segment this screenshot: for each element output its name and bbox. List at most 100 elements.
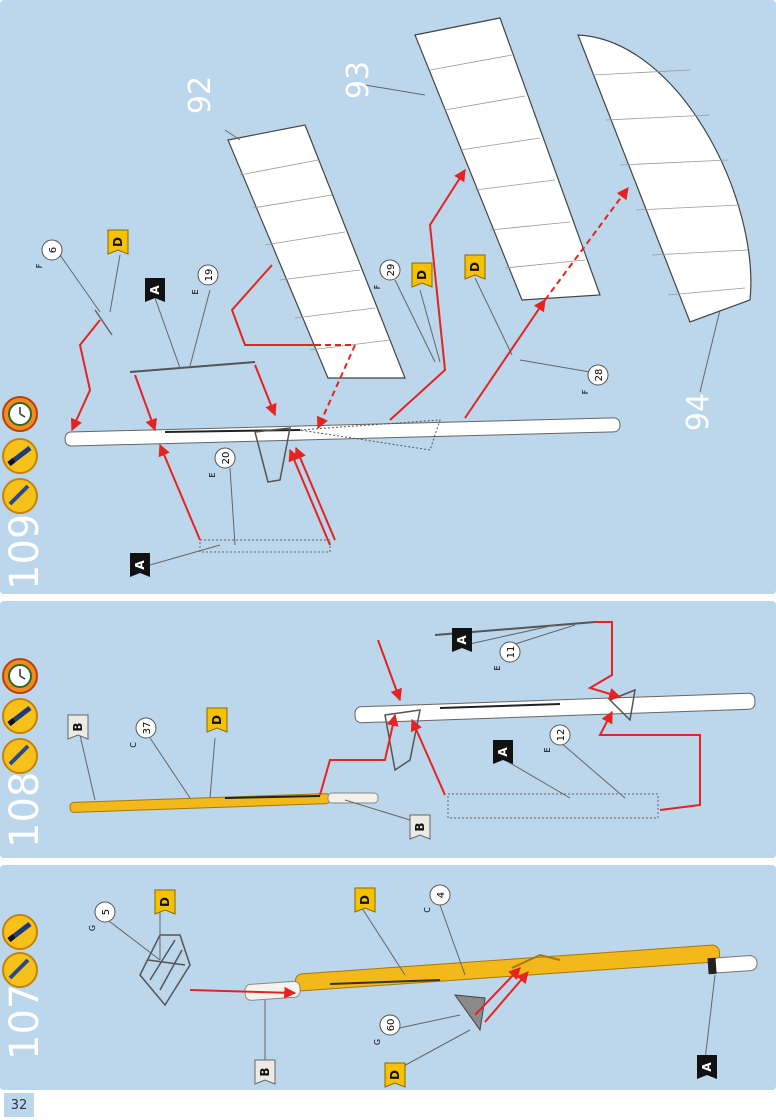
callout-f28: 28 F xyxy=(581,364,609,394)
page-number: 32 xyxy=(4,1093,34,1117)
svg-text:B: B xyxy=(71,722,85,731)
svg-text:D: D xyxy=(111,237,125,247)
svg-text:19: 19 xyxy=(204,269,215,282)
sail-94 xyxy=(577,34,752,323)
step-number-108: 108 xyxy=(2,772,48,848)
svg-text:5: 5 xyxy=(101,909,112,915)
arrow xyxy=(587,621,622,700)
svg-text:A: A xyxy=(700,1062,714,1072)
flag-a: A xyxy=(452,628,472,652)
arrow xyxy=(319,713,399,796)
part-g60 xyxy=(453,994,486,1032)
mast-assembly-108 xyxy=(354,688,756,772)
svg-text:A: A xyxy=(133,560,147,570)
mast-assembly-109 xyxy=(64,417,621,483)
leader-lines xyxy=(104,904,716,1069)
svg-text:B: B xyxy=(413,822,427,831)
arrow xyxy=(315,344,357,430)
callout-e11: 11 E xyxy=(493,641,521,671)
sail-92 xyxy=(227,124,406,379)
arrow xyxy=(410,718,446,796)
flag-d: D xyxy=(206,707,228,733)
svg-text:C: C xyxy=(129,742,138,748)
svg-text:D: D xyxy=(468,262,482,272)
clock-icon xyxy=(2,658,38,694)
svg-text:F: F xyxy=(373,284,382,289)
part-number-93: 93 xyxy=(341,61,376,99)
arrow xyxy=(230,264,315,346)
part-number-94: 94 xyxy=(681,393,716,431)
svg-text:12: 12 xyxy=(556,729,567,742)
callout-f29: 29 F xyxy=(373,259,401,289)
svg-text:G: G xyxy=(373,1039,382,1045)
mast-c37 xyxy=(69,792,379,813)
callout-e20: 20 E xyxy=(208,447,236,478)
flag-d: D xyxy=(107,229,129,255)
svg-text:G: G xyxy=(88,925,97,931)
svg-text:E: E xyxy=(208,472,217,477)
flag-b: B xyxy=(409,814,431,840)
flag-d: D xyxy=(354,887,376,913)
svg-text:E: E xyxy=(543,747,552,752)
svg-text:E: E xyxy=(493,665,502,670)
paint-icon xyxy=(2,952,38,988)
arrow xyxy=(189,986,297,999)
arrow xyxy=(377,639,402,702)
flag-d: D xyxy=(411,262,433,288)
part-f6 xyxy=(94,309,113,336)
arrow xyxy=(288,448,331,546)
svg-text:D: D xyxy=(358,895,372,905)
part-e19 xyxy=(129,361,256,373)
arrow xyxy=(254,364,277,417)
paint-icon xyxy=(2,738,38,774)
svg-text:A: A xyxy=(496,747,510,757)
svg-text:A: A xyxy=(148,285,162,295)
svg-text:28: 28 xyxy=(594,369,605,382)
flag-a: A xyxy=(145,278,165,302)
callout-f6: 6 F xyxy=(35,239,63,268)
svg-text:A: A xyxy=(455,635,469,645)
flag-a: A xyxy=(130,553,150,577)
svg-text:E: E xyxy=(191,289,200,294)
glue-icon xyxy=(2,438,38,474)
svg-text:F: F xyxy=(35,263,44,268)
flag-a: A xyxy=(697,1055,717,1079)
svg-text:F: F xyxy=(581,389,590,394)
arrow xyxy=(464,299,546,419)
step-number-109: 109 xyxy=(2,514,48,590)
paint-icon xyxy=(2,478,38,514)
callout-e12: 12 E xyxy=(543,724,571,753)
svg-text:D: D xyxy=(158,897,172,907)
callout-c37: 37 C xyxy=(129,717,157,748)
part-e20 xyxy=(199,539,331,553)
callout-g5: 5 G xyxy=(88,901,116,931)
flag-b: B xyxy=(67,714,89,740)
leader-lines xyxy=(59,84,721,566)
sail-93 xyxy=(414,17,601,301)
arrow xyxy=(544,187,629,301)
part-g5 xyxy=(139,934,191,1007)
arrow xyxy=(484,971,529,1023)
flag-a: A xyxy=(493,740,513,764)
arrow xyxy=(70,319,101,432)
arrow xyxy=(598,710,701,811)
svg-text:6: 6 xyxy=(48,247,59,253)
svg-text:60: 60 xyxy=(386,1019,397,1032)
glue-icon xyxy=(2,914,38,950)
leader-lines xyxy=(79,624,626,821)
part-e12 xyxy=(447,793,659,819)
flag-d: D xyxy=(464,254,486,280)
arrow xyxy=(389,168,466,421)
svg-text:D: D xyxy=(415,270,429,280)
svg-text:C: C xyxy=(423,907,432,913)
callout-e19: 19 E xyxy=(191,264,219,295)
flag-d: D xyxy=(384,1062,406,1088)
arrow xyxy=(294,446,336,541)
callout-c4: 4 C xyxy=(423,884,451,913)
flag-b: B xyxy=(254,1059,276,1085)
flag-d: D xyxy=(154,889,176,915)
svg-text:D: D xyxy=(210,715,224,725)
svg-text:37: 37 xyxy=(142,722,153,735)
svg-text:4: 4 xyxy=(436,892,447,898)
